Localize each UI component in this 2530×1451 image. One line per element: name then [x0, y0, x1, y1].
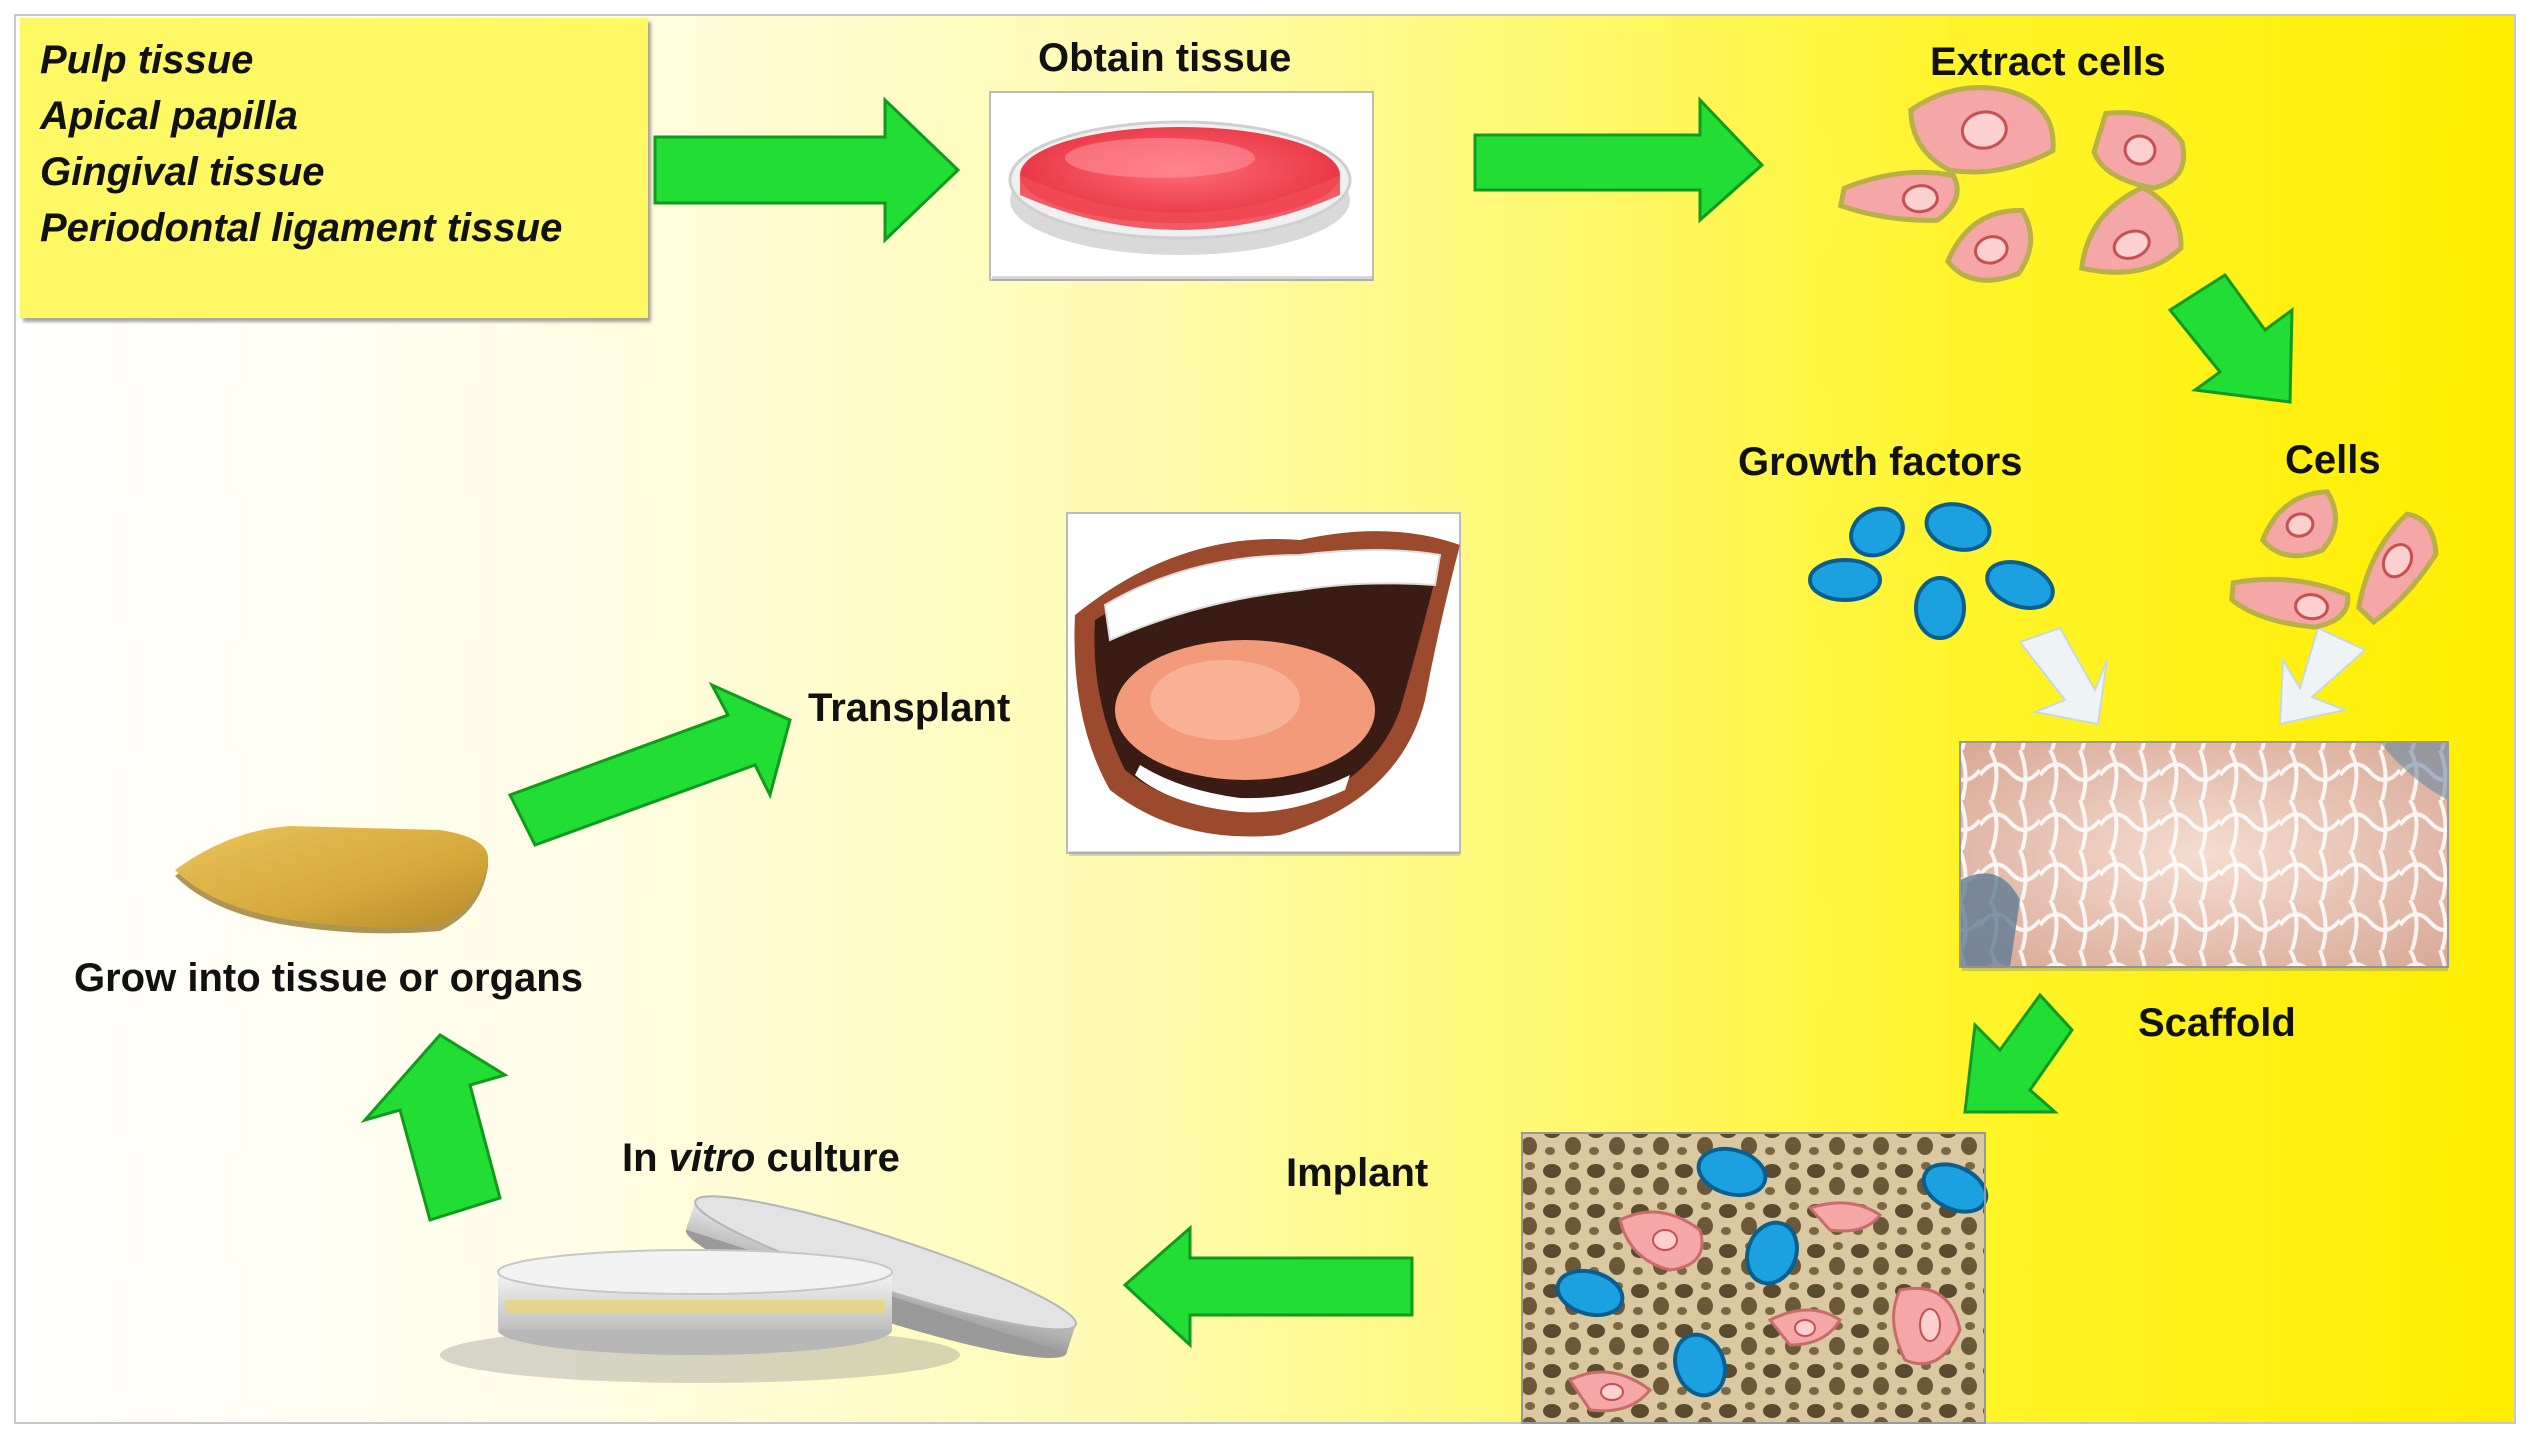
growth-factor — [1849, 506, 1905, 558]
growth-factor — [1924, 502, 1992, 552]
label-cells: Cells — [2285, 438, 2381, 482]
label-in-vitro-culture: In vitro culture — [622, 1136, 900, 1180]
cell — [1837, 169, 1960, 223]
label-extract-cells: Extract cells — [1930, 40, 2166, 84]
source-apical-papilla: Apical papilla — [40, 94, 298, 138]
cell — [2091, 110, 2187, 191]
label-transplant: Transplant — [808, 686, 1011, 730]
growth-factor — [1985, 560, 2055, 610]
culture-dishes — [440, 1195, 1077, 1383]
arrow-implant-to-culture — [1122, 1224, 1414, 1349]
petri-dish-image — [989, 91, 1374, 281]
source-periodontal: Periodontal ligament tissue — [40, 206, 563, 250]
implant-image — [1521, 1132, 1989, 1424]
arrow-scaffold-to-implant — [1963, 992, 2074, 1114]
cell — [2259, 489, 2339, 559]
label-grow-into-tissue: Grow into tissue or organs — [74, 956, 583, 1000]
scaffold-image — [1959, 741, 2449, 971]
arrow-culture-to-grow — [360, 1033, 509, 1222]
arrow-extract-to-cells — [2167, 272, 2294, 404]
cell — [2356, 511, 2439, 626]
label-scaffold: Scaffold — [2138, 1001, 2296, 1045]
arrow-source-to-obtain — [653, 96, 961, 244]
source-gingival: Gingival tissue — [40, 150, 325, 194]
cell — [1944, 207, 2034, 283]
arrow-grow-to-transplant — [507, 681, 792, 847]
tissue-sources-box: Pulp tissue Apical papilla Gingival tiss… — [20, 18, 648, 318]
grown-tissue — [175, 826, 489, 934]
growth-factor — [1808, 558, 1882, 602]
cell — [2078, 184, 2184, 275]
cell — [1908, 85, 2056, 175]
extracted-cells — [1837, 85, 2187, 283]
white-arrow-growth-factors — [2018, 626, 2108, 726]
growth-factors — [1808, 502, 2055, 640]
arrow-obtain-to-extract — [1473, 96, 1765, 224]
white-arrow-cells — [2278, 626, 2367, 726]
source-pulp: Pulp tissue — [40, 38, 254, 82]
label-obtain-tissue: Obtain tissue — [1038, 36, 1292, 80]
label-implant: Implant — [1286, 1151, 1429, 1195]
growth-factor — [1914, 576, 1966, 640]
label-growth-factors: Growth factors — [1738, 440, 2023, 484]
cell — [2229, 576, 2351, 630]
mouth-image — [1066, 512, 1461, 856]
cells-group — [2229, 489, 2439, 630]
